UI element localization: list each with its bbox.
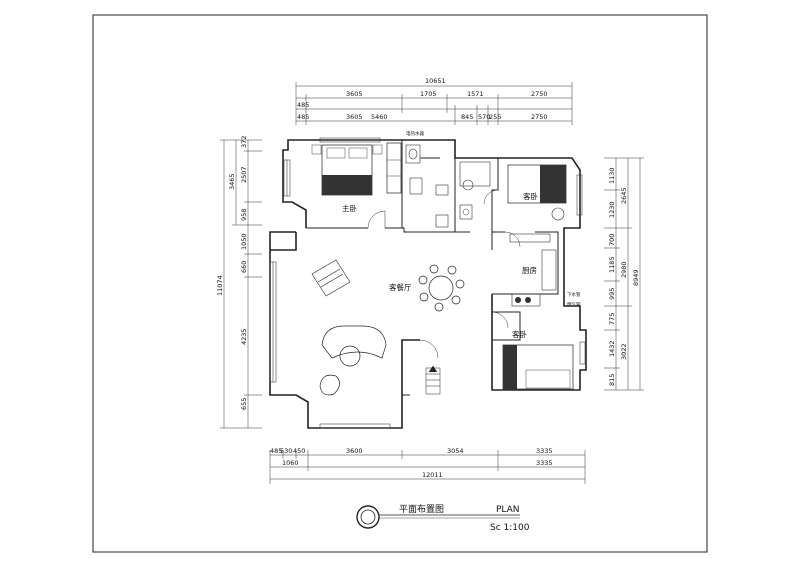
piano xyxy=(311,259,351,297)
note-water-heater: 电热水器 xyxy=(406,130,424,137)
left-dim-8: 655 xyxy=(240,398,248,410)
left-dim-1: 372 xyxy=(240,136,248,148)
bottom-dim-4: 3600 xyxy=(346,447,363,455)
bottom-dim-2: 530 xyxy=(280,447,292,455)
right-dim-5: 995 xyxy=(608,288,616,300)
second-bathroom-fixtures xyxy=(459,161,491,220)
left-dim-2: 2507 xyxy=(240,166,248,183)
bottom-dim-r2-2: 3335 xyxy=(536,459,553,467)
master-bathroom-fixtures xyxy=(405,144,449,228)
top-dim-2: 1705 xyxy=(420,90,437,98)
title-symbol xyxy=(356,505,520,529)
top-dim-overall: 10651 xyxy=(425,77,446,85)
exterior-walls xyxy=(269,139,587,429)
top-dim-r2-2: 485 xyxy=(297,113,309,121)
left-dim-7: 4235 xyxy=(240,328,248,345)
top-dim-r2-4: 5460 xyxy=(371,113,388,121)
room-label-guest-2: 客卧 xyxy=(512,329,527,339)
bottom-dim-r2-1: 1060 xyxy=(282,459,299,467)
dining-table xyxy=(418,264,465,312)
right-dim-overall: 8949 xyxy=(632,269,640,286)
right-dim-7: 1432 xyxy=(608,340,616,357)
top-dim-r2-1: 485 xyxy=(297,101,309,109)
right-dim-mid-1: 2645 xyxy=(620,187,628,204)
top-dim-r2-7: 255 xyxy=(489,113,501,121)
windows xyxy=(269,137,586,429)
bottom-dimension-lines xyxy=(269,450,586,484)
right-dim-6: 775 xyxy=(608,313,616,325)
bottom-dim-overall: 12011 xyxy=(422,471,443,479)
left-dim-3: 3465 xyxy=(228,173,236,190)
top-dim-r2-3: 3605 xyxy=(346,113,363,121)
master-wardrobe xyxy=(386,142,402,194)
bottom-dim-6: 3335 xyxy=(536,447,553,455)
title-cn: 平面布置图 xyxy=(399,503,444,515)
left-dim-5: 1050 xyxy=(240,233,248,250)
right-dim-mid-2: 2980 xyxy=(620,261,628,278)
bottom-dim-3: 450 xyxy=(293,447,305,455)
kitchen-counters xyxy=(509,233,557,307)
top-dim-1: 3605 xyxy=(346,90,363,98)
top-dim-3: 1571 xyxy=(467,90,484,98)
right-dim-8: 815 xyxy=(608,374,616,386)
left-dim-4: 958 xyxy=(240,209,248,221)
room-label-guest-1: 客卧 xyxy=(523,191,538,201)
room-label-kitchen: 厨房 xyxy=(522,265,537,275)
right-dim-2: 1230 xyxy=(608,201,616,218)
bottom-dim-5: 3054 xyxy=(447,447,464,455)
note-gas: 燃气管 xyxy=(567,301,581,308)
bottom-dim-1: 485 xyxy=(270,447,282,455)
left-dim-6: 660 xyxy=(240,261,248,273)
top-dimension-lines xyxy=(295,82,573,125)
guest-bed-1 xyxy=(507,164,567,221)
right-dim-4: 1185 xyxy=(608,256,616,273)
door-swings xyxy=(367,189,521,359)
title-en: PLAN xyxy=(496,505,520,515)
top-dim-r2-8: 2750 xyxy=(531,113,548,121)
note-drain: 下水管 xyxy=(567,291,581,298)
sofa xyxy=(319,325,387,396)
room-label-master: 主卧 xyxy=(342,203,357,213)
right-dim-3: 700 xyxy=(608,234,616,246)
right-dim-1: 1130 xyxy=(608,167,616,184)
left-dimension-lines xyxy=(220,139,262,429)
top-dim-r2-5: 845 xyxy=(461,113,473,121)
right-dim-mid-3: 3022 xyxy=(620,343,628,360)
guest-bed-2 xyxy=(502,344,574,390)
entrance-stairs xyxy=(425,365,441,395)
master-bed xyxy=(311,144,383,196)
right-dimension-lines xyxy=(604,157,644,391)
left-dim-overall: 11074 xyxy=(216,275,224,296)
drawing-frame xyxy=(92,14,708,553)
title-scale: Sc 1:100 xyxy=(490,523,530,533)
room-label-living: 客餐厅 xyxy=(389,282,412,292)
top-dim-4: 2750 xyxy=(531,90,548,98)
top-dim-r2-6: 570 xyxy=(478,113,490,121)
